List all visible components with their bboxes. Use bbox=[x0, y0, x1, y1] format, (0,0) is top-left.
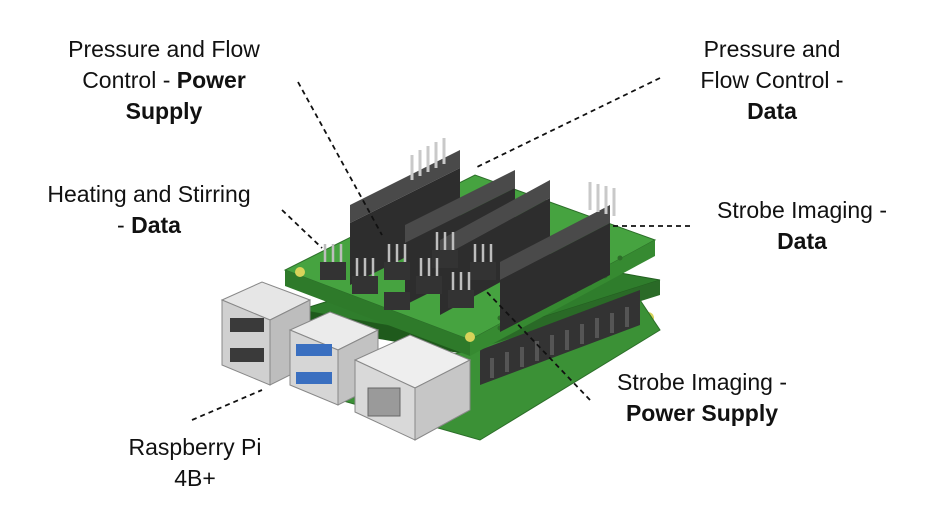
label-heat-data-line2-plain: - bbox=[117, 212, 132, 238]
label-strobe-data-line1: Strobe Imaging - bbox=[716, 197, 888, 223]
pin-header-clusters bbox=[320, 250, 496, 310]
label-pfc-power-line2: Control - Power bbox=[44, 65, 284, 96]
label-strobe-power-line1: Strobe Imaging - bbox=[616, 369, 788, 395]
label-heat-data: Heating and Stirring - Data bbox=[28, 179, 270, 241]
leader-heat-data bbox=[281, 209, 323, 249]
female-headers bbox=[350, 138, 616, 332]
leader-strobe-power bbox=[484, 289, 591, 401]
label-rpi-line2: 4B+ bbox=[174, 465, 216, 491]
label-rpi-line1: Raspberry Pi bbox=[128, 434, 262, 460]
header-mid bbox=[440, 180, 550, 315]
label-rpi: Raspberry Pi 4B+ bbox=[110, 432, 280, 494]
label-strobe-data-line2: Data bbox=[777, 228, 827, 254]
label-heat-data-line1: Heating and Stirring bbox=[47, 181, 251, 207]
label-pfc-data-line2: Flow Control - bbox=[700, 67, 844, 93]
label-pfc-power: Pressure and Flow Control - Power Supply bbox=[44, 34, 284, 127]
ethernet-port bbox=[353, 334, 472, 441]
label-pfc-data-line1: Pressure and bbox=[703, 36, 841, 62]
label-heat-data-line2: - Data bbox=[28, 210, 270, 241]
leader-rpi bbox=[191, 389, 263, 421]
label-pfc-data: Pressure and Flow Control - Data bbox=[672, 34, 872, 127]
gpio-stack bbox=[480, 290, 640, 385]
label-strobe-data: Strobe Imaging - Data bbox=[700, 195, 904, 257]
label-pfc-power-line2-bold: Power bbox=[176, 67, 246, 93]
label-heat-data-line2-bold: Data bbox=[131, 212, 181, 238]
leader-pfc-power bbox=[297, 81, 383, 236]
leader-lines bbox=[191, 77, 690, 421]
label-strobe-power: Strobe Imaging - Power Supply bbox=[598, 367, 806, 429]
label-pfc-power-line3: Supply bbox=[125, 98, 203, 124]
label-strobe-power-line2: Power Supply bbox=[625, 400, 779, 426]
leader-pfc-data bbox=[474, 77, 661, 169]
label-pfc-data-line3: Data bbox=[747, 98, 797, 124]
label-pfc-power-line1: Pressure and Flow bbox=[68, 36, 260, 62]
header-strobe-data bbox=[500, 205, 610, 332]
label-pfc-power-line2-plain: Control - bbox=[82, 67, 177, 93]
pin-header-pins bbox=[323, 232, 493, 290]
